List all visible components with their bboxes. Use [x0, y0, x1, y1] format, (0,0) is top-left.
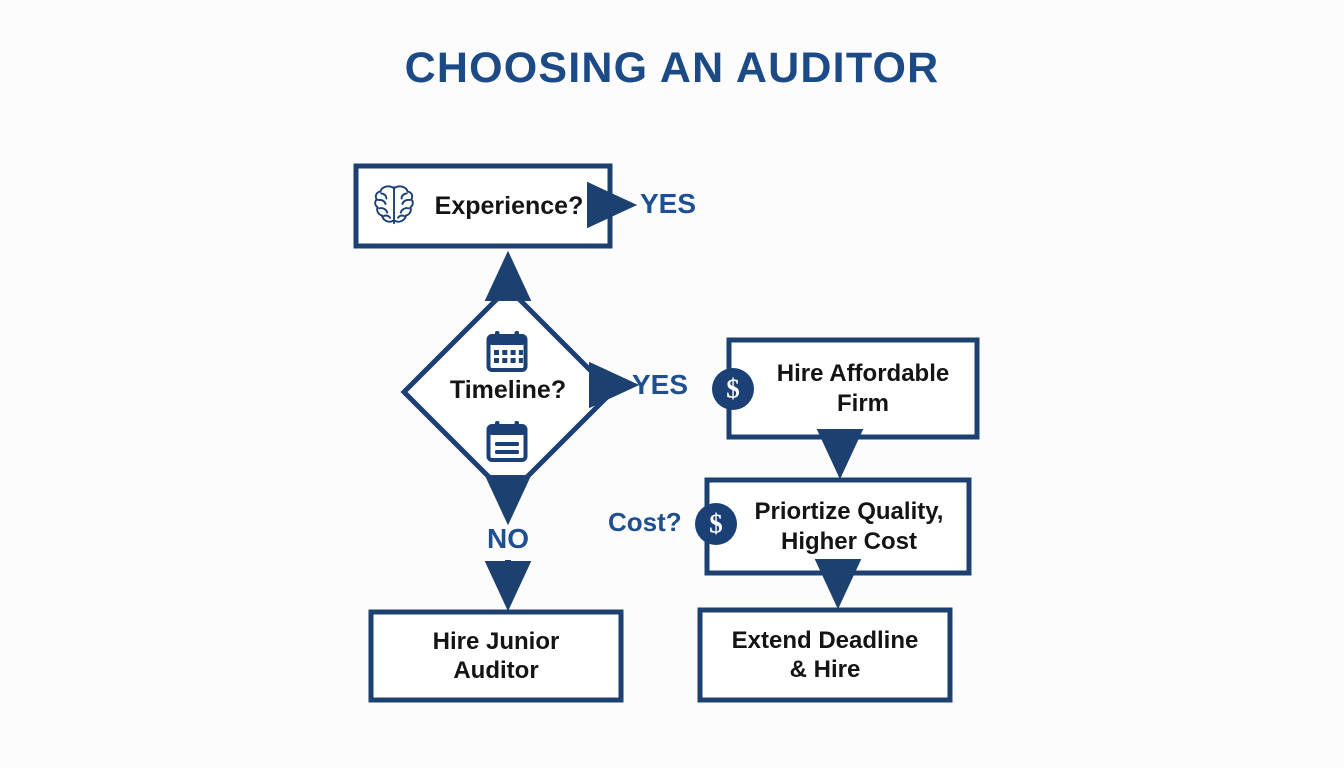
node-hire-affordable-line1: Hire Affordable	[776, 360, 950, 388]
dollar-circle-icon: $	[712, 368, 754, 410]
node-timeline-label: Timeline?	[449, 376, 567, 404]
dollar-circle-icon: $	[695, 503, 737, 545]
node-extend-deadline-label: Extend Deadline & Hire	[700, 610, 950, 700]
edge-label-no-timeline: NO	[487, 523, 529, 554]
node-hire-affordable-label: Hire Affordable Firm	[757, 340, 969, 437]
node-priortize-quality-line1: Priortize Quality,	[754, 498, 944, 526]
brain-icon	[374, 185, 414, 225]
node-hire-junior-label: Hire Junior Auditor	[371, 612, 621, 700]
node-hire-affordable-line2: Firm	[836, 389, 889, 417]
node-extend-deadline-line1: Extend Deadline	[731, 626, 919, 654]
page-title: CHOOSING AN AUDITOR	[404, 44, 940, 92]
node-hire-affordable-box[interactable]	[726, 337, 980, 440]
node-priortize-quality-label: Priortize Quality, Higher Cost	[735, 480, 963, 573]
node-extend-deadline-box[interactable]	[697, 607, 953, 703]
calendar-grid-icon	[486, 331, 528, 372]
edge-label-cost: Cost?	[608, 507, 682, 537]
node-hire-junior-line2: Auditor	[453, 657, 539, 684]
node-hire-junior-box[interactable]	[368, 609, 624, 703]
svg-text:$: $	[726, 374, 740, 404]
svg-text:$: $	[709, 509, 723, 539]
node-experience-box[interactable]	[353, 163, 613, 249]
node-experience-label: Experience?	[434, 191, 584, 220]
calendar-agenda-icon	[486, 421, 528, 462]
node-extend-deadline-line2: & Hire	[789, 656, 861, 683]
node-priortize-quality-line2: Higher Cost	[780, 527, 917, 555]
edge-label-yes-timeline: YES	[632, 369, 689, 400]
node-hire-junior-line1: Hire Junior	[432, 627, 560, 655]
edge-label-yes-experience: YES	[640, 188, 697, 219]
